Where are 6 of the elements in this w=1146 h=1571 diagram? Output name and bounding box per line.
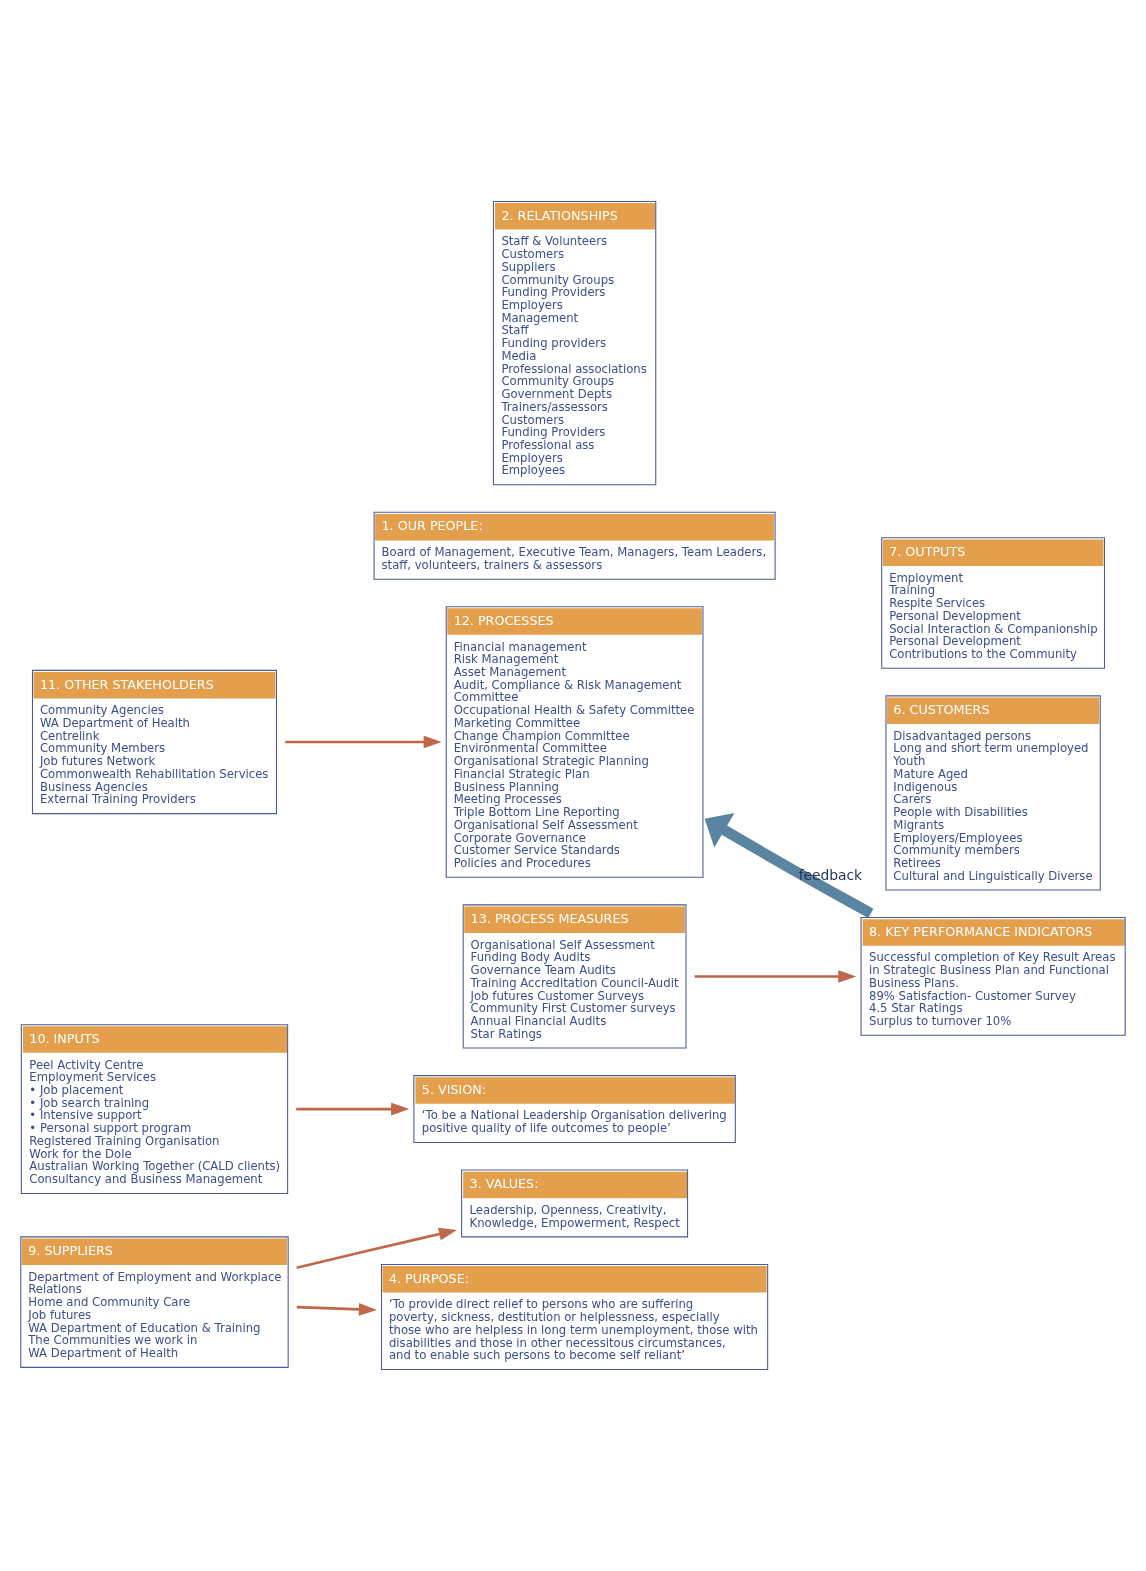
arrow xyxy=(296,1227,457,1269)
arrow xyxy=(694,970,857,983)
arrow xyxy=(296,1102,410,1116)
arrow xyxy=(285,735,442,749)
arrow xyxy=(704,812,874,918)
arrow xyxy=(296,1303,377,1316)
